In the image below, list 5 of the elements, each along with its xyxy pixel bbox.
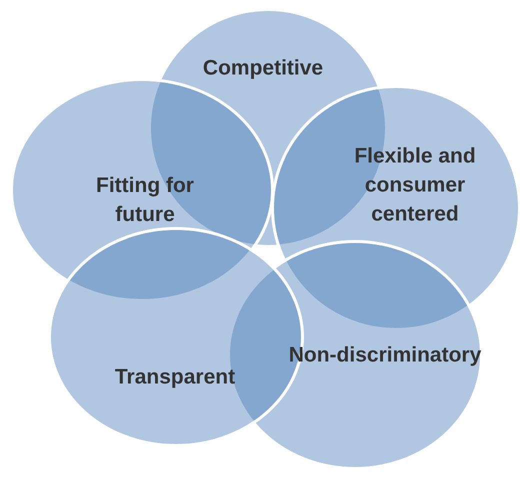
circle-label: Fitting for future xyxy=(95,173,195,228)
circle-label: Non-discriminatory xyxy=(288,342,482,368)
circle-label: Competitive xyxy=(202,56,324,82)
circle-label: Flexible and consumer centered xyxy=(353,144,477,228)
circle-label: Transparent xyxy=(114,364,236,390)
